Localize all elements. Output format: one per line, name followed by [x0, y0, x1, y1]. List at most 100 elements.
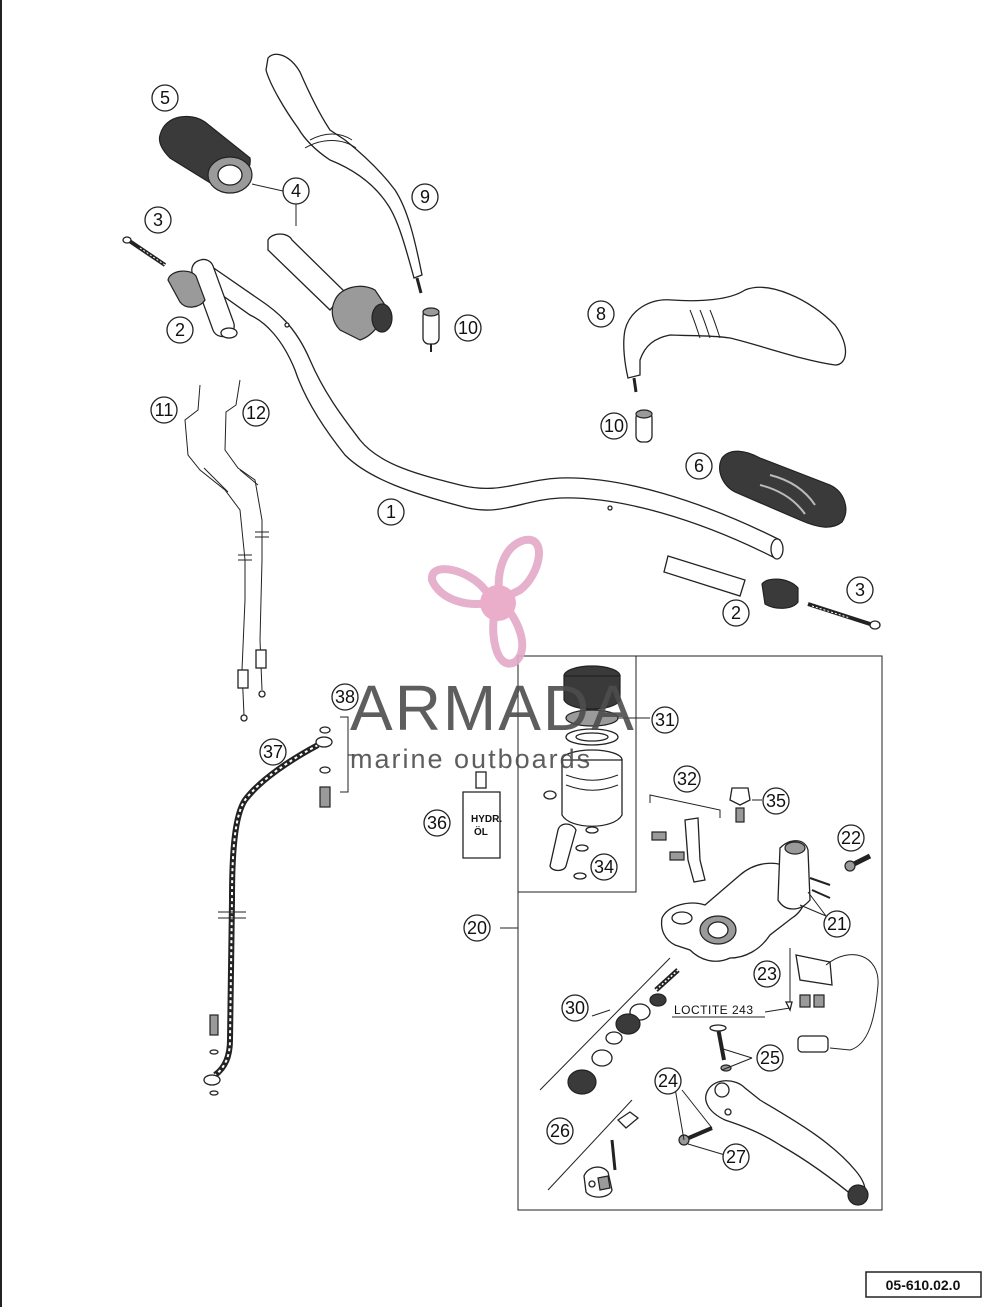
brake-light-switch [789, 948, 879, 1053]
callout-layer: 1 2 2 3 3 4 5 6 8 9 10 10 11 12 20 21 22 [144, 84, 874, 1171]
callout-label: 3 [855, 580, 865, 600]
callout-38: 38 [331, 683, 359, 711]
loctite-label: LOCTITE 243 [674, 1003, 754, 1017]
callout-11: 11 [150, 396, 178, 424]
callout-label: 5 [160, 88, 170, 108]
bleeder-screw [729, 787, 762, 823]
callout-2-right: 2 [722, 599, 750, 627]
throttle-cables [184, 379, 269, 722]
callout-25: 25 [756, 1044, 784, 1072]
mirror-adapter-right [635, 409, 653, 443]
callout-4: 4 [251, 177, 310, 226]
callout-label: 26 [550, 1121, 570, 1141]
reservoir-body [543, 749, 623, 827]
callout-label: 25 [760, 1048, 780, 1068]
callout-label: 21 [827, 914, 847, 934]
callout-label: 20 [467, 918, 487, 938]
callout-20: 20 [463, 914, 491, 942]
callout-label: 3 [153, 210, 163, 230]
callout-34: 34 [590, 853, 618, 881]
callout-label: 30 [565, 998, 585, 1018]
callout-3-left: 3 [144, 206, 172, 234]
drawing-code-box: 05-610.02.0 [865, 1271, 982, 1298]
watermark-subtitle: marine outboards [350, 744, 592, 774]
callout-27: 27 [722, 1143, 750, 1171]
left-mirror [265, 53, 423, 294]
hydraulic-oil-bottle: HYDR. ÖL [462, 771, 502, 859]
callout-22: 22 [837, 824, 865, 852]
bottle-label-line1: HYDR. [471, 814, 502, 825]
callout-5: 5 [151, 84, 179, 112]
callout-6: 6 [685, 452, 713, 480]
banjo-bolt-set [319, 716, 356, 808]
handlebar-part [197, 261, 784, 560]
callout-label: 1 [386, 502, 396, 522]
reservoir-cap [563, 665, 650, 746]
right-bolt [807, 602, 881, 630]
callout-label: 10 [458, 318, 478, 338]
callout-10-top: 10 [454, 314, 482, 342]
callout-label: 27 [726, 1147, 746, 1167]
callout-label: 34 [594, 857, 614, 877]
callout-12: 12 [242, 399, 270, 427]
left-grip [158, 115, 253, 194]
callout-26: 26 [546, 1117, 574, 1145]
brake-lever [705, 1024, 869, 1206]
callout-1: 1 [377, 498, 405, 526]
callout-label: 38 [335, 687, 355, 707]
callout-36: 36 [423, 809, 451, 837]
loctite-note: LOCTITE 243 [672, 1001, 793, 1018]
callout-label: 37 [263, 742, 283, 762]
callout-label: 35 [766, 791, 786, 811]
mirror-adapter-left [422, 307, 440, 352]
piston-kit [539, 957, 680, 1095]
master-cylinder-group-box [517, 655, 883, 1211]
callout-label: 11 [155, 400, 174, 420]
callout-37: 37 [259, 738, 287, 766]
callout-label: 31 [655, 710, 675, 730]
callout-label: 2 [175, 320, 185, 340]
callout-label: 36 [427, 813, 447, 833]
callout-32: 32 [673, 765, 701, 793]
watermark-title: ARMADA [350, 672, 636, 744]
callout-10-lower: 10 [600, 412, 628, 440]
left-bar-end-weight [167, 258, 238, 339]
callout-9: 9 [411, 183, 439, 211]
brake-hose [203, 736, 333, 1096]
right-mirror [623, 286, 847, 393]
drawing-code: 05-610.02.0 [886, 1277, 961, 1293]
callout-2-left: 2 [166, 316, 194, 344]
callout-21: 21 [799, 891, 851, 938]
pushrod-assembly [547, 1099, 640, 1198]
throttle-grip-tube [267, 233, 393, 341]
reservoir-bracket [649, 794, 721, 883]
clamp-bolt [844, 853, 872, 872]
callout-3-right: 3 [846, 576, 874, 604]
right-bar-end-weight [663, 555, 799, 609]
master-cylinder-body [660, 840, 831, 962]
propeller-logo [428, 535, 543, 668]
callout-label: 32 [677, 769, 697, 789]
armada-watermark: ARMADA marine outboards [350, 535, 636, 774]
callout-label: 2 [731, 603, 741, 623]
callout-label: 8 [596, 304, 606, 324]
callout-label: 10 [604, 416, 624, 436]
left-bolt [122, 236, 167, 267]
callout-24: 24 [654, 1067, 682, 1095]
callout-label: 6 [694, 456, 704, 476]
reservoir-subgroup-box [517, 655, 637, 893]
right-grip [719, 450, 847, 528]
callout-35: 35 [762, 787, 790, 815]
callout-label: 24 [658, 1071, 678, 1091]
callout-label: 4 [291, 181, 301, 201]
bottle-label-line2: ÖL [474, 825, 488, 838]
callout-label: 23 [757, 964, 777, 984]
callout-label: 12 [246, 403, 266, 423]
callout-31: 31 [651, 706, 679, 734]
callout-label: 22 [841, 828, 861, 848]
reservoir-hose [549, 823, 599, 880]
callout-8: 8 [587, 300, 615, 328]
callout-label: 9 [420, 187, 430, 207]
callout-30: 30 [561, 994, 589, 1022]
